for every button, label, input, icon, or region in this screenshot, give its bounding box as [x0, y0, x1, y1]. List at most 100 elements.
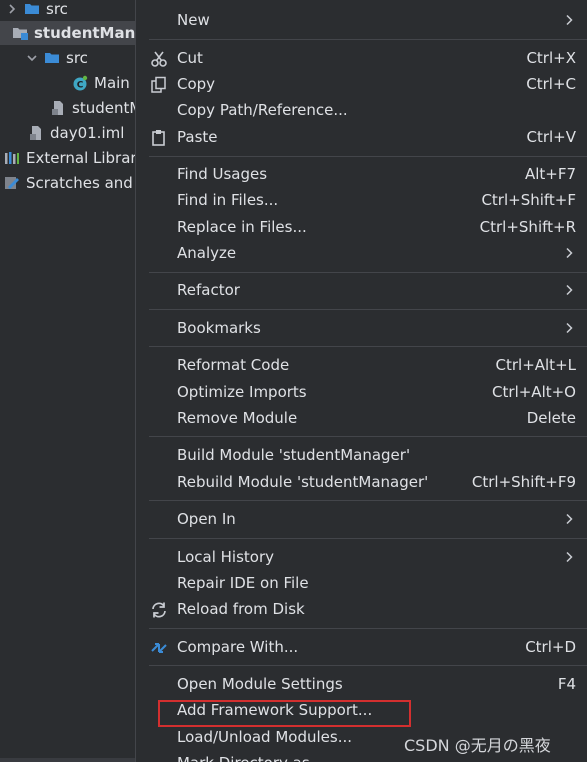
menu-item-label: Paste [177, 128, 218, 146]
svg-text:C: C [77, 81, 84, 91]
menu-separator [149, 346, 587, 347]
menu-item-load-unload-modules[interactable]: Load/Unload Modules... [136, 724, 587, 750]
menu-item-reformat-code[interactable]: Reformat Code Ctrl+Alt+L [136, 352, 587, 378]
tree-item-src[interactable]: src [26, 46, 88, 70]
menu-item-analyze[interactable]: Analyze [136, 240, 587, 266]
folder-icon [45, 53, 59, 63]
tree-item-label: External Libraries [26, 149, 140, 167]
menu-item-new[interactable]: New [136, 7, 587, 33]
menu-separator [149, 39, 587, 40]
tree-item-label: day01.iml [50, 124, 125, 142]
menu-item-find-usages[interactable]: Find Usages Alt+F7 [136, 161, 587, 187]
menu-item-label: Find Usages [177, 165, 268, 183]
chevron-right-icon [566, 14, 573, 26]
clipboard-icon [152, 130, 165, 146]
menu-separator [149, 538, 587, 539]
menu-item-shortcut: Ctrl+Shift+F [481, 191, 576, 209]
menu-item-cut[interactable]: Cut Ctrl+X [136, 45, 587, 71]
menu-item-shortcut: Ctrl+C [526, 75, 576, 93]
menu-item-refactor[interactable]: Refactor [136, 277, 587, 303]
menu-item-label: Cut [177, 49, 203, 67]
menu-item-label: Rebuild Module 'studentManager' [177, 473, 429, 491]
menu-item-optimize-imports[interactable]: Optimize Imports Ctrl+Alt+O [136, 379, 587, 405]
tree-item-label: studentManager.iml [72, 99, 140, 117]
menu-item-label: Reformat Code [177, 356, 290, 374]
menu-separator [149, 628, 587, 629]
menu-item-shortcut: Ctrl+D [525, 638, 576, 656]
menu-separator [149, 665, 587, 666]
menu-item-shortcut: Ctrl+Shift+R [479, 218, 576, 236]
menu-separator [149, 272, 587, 273]
tree-item-label: src [46, 0, 68, 18]
copy-icon [151, 76, 166, 93]
menu-item-mark-directory-as[interactable]: Mark Directory as [136, 750, 587, 762]
file-icon [52, 101, 63, 115]
project-tree: src studentManager src C Main studentMan… [0, 0, 140, 762]
menu-item-paste[interactable]: Paste Ctrl+V [136, 124, 587, 150]
highlight-box [158, 700, 411, 727]
menu-item-open-in[interactable]: Open In [136, 506, 587, 532]
tree-item-label: Scratches and Consoles [26, 174, 140, 192]
menu-item-label: Repair IDE on File [177, 574, 309, 592]
tree-item-label: studentManager [34, 24, 140, 42]
menu-item-label: Build Module 'studentManager' [177, 446, 411, 464]
compare-icon [151, 643, 167, 653]
menu-separator [149, 309, 587, 310]
tree-item-scratches[interactable]: Scratches and Consoles [4, 171, 140, 195]
scratches-icon [5, 177, 19, 189]
menu-separator [149, 500, 587, 501]
chevron-right-icon [566, 322, 573, 334]
menu-item-label: Mark Directory as [177, 754, 310, 762]
scissors-icon [151, 51, 167, 67]
menu-item-replace-in-files[interactable]: Replace in Files... Ctrl+Shift+R [136, 214, 587, 240]
menu-item-label: Open Module Settings [177, 675, 343, 693]
menu-item-label: Add Framework Support... [177, 701, 373, 719]
chevron-right-icon [566, 551, 573, 563]
menu-item-label: New [177, 11, 210, 29]
tree-item-student-manager-iml[interactable]: studentManager.iml [50, 96, 140, 120]
menu-item-label: Analyze [177, 244, 237, 262]
reload-icon [152, 602, 166, 618]
menu-item-shortcut: Ctrl+Alt+O [492, 383, 576, 401]
chevron-right-icon [566, 247, 573, 259]
context-menu: New Cut Ctrl+X Copy Ctrl+C Copy Path/Ref… [135, 0, 587, 762]
tree-scrollbar[interactable] [0, 758, 136, 762]
java-class-icon: C [73, 75, 88, 91]
menu-item-open-module-settings[interactable]: Open Module Settings F4 [136, 671, 587, 697]
tree-item-src-root[interactable]: src [6, 0, 68, 21]
menu-item-shortcut: Ctrl+X [526, 49, 576, 67]
menu-item-compare-with[interactable]: Compare With... Ctrl+D [136, 634, 587, 660]
tree-item-label: Main [94, 74, 130, 92]
module-folder-icon [13, 28, 28, 40]
menu-item-build-module[interactable]: Build Module 'studentManager' [136, 442, 587, 468]
menu-item-rebuild-module[interactable]: Rebuild Module 'studentManager' Ctrl+Shi… [136, 469, 587, 495]
menu-item-shortcut: Alt+F7 [524, 165, 576, 183]
chevron-right-icon [566, 284, 573, 296]
menu-item-label: Find in Files... [177, 191, 279, 209]
menu-item-copy-path[interactable]: Copy Path/Reference... [136, 97, 587, 123]
menu-item-shortcut: F4 [557, 675, 576, 693]
menu-separator [149, 436, 587, 437]
menu-item-remove-module[interactable]: Remove Module Delete [136, 405, 587, 431]
menu-item-local-history[interactable]: Local History [136, 544, 587, 570]
chevron-down-icon[interactable] [26, 52, 38, 64]
menu-item-label: Copy [177, 75, 216, 93]
menu-item-label: Local History [177, 548, 275, 566]
menu-item-bookmarks[interactable]: Bookmarks [136, 315, 587, 341]
menu-item-find-in-files[interactable]: Find in Files... Ctrl+Shift+F [136, 187, 587, 213]
menu-item-repair-ide[interactable]: Repair IDE on File [136, 570, 587, 596]
library-icon [5, 152, 19, 164]
menu-item-copy[interactable]: Copy Ctrl+C [136, 71, 587, 97]
tree-item-external-libraries[interactable]: External Libraries [4, 146, 140, 170]
menu-item-label: Replace in Files... [177, 218, 307, 236]
menu-item-reload-from-disk[interactable]: Reload from Disk [136, 596, 587, 622]
folder-icon [25, 4, 39, 14]
menu-item-label: Copy Path/Reference... [177, 101, 348, 119]
chevron-right-icon [566, 513, 573, 525]
menu-item-shortcut: Ctrl+Alt+L [495, 356, 577, 374]
chevron-right-icon[interactable] [6, 3, 18, 15]
tree-item-day01-iml[interactable]: day01.iml [28, 121, 124, 145]
tree-item-main[interactable]: C Main [72, 71, 130, 95]
menu-item-add-framework-support[interactable]: Add Framework Support... [136, 697, 587, 723]
tree-item-student-manager[interactable]: studentManager [0, 21, 140, 45]
